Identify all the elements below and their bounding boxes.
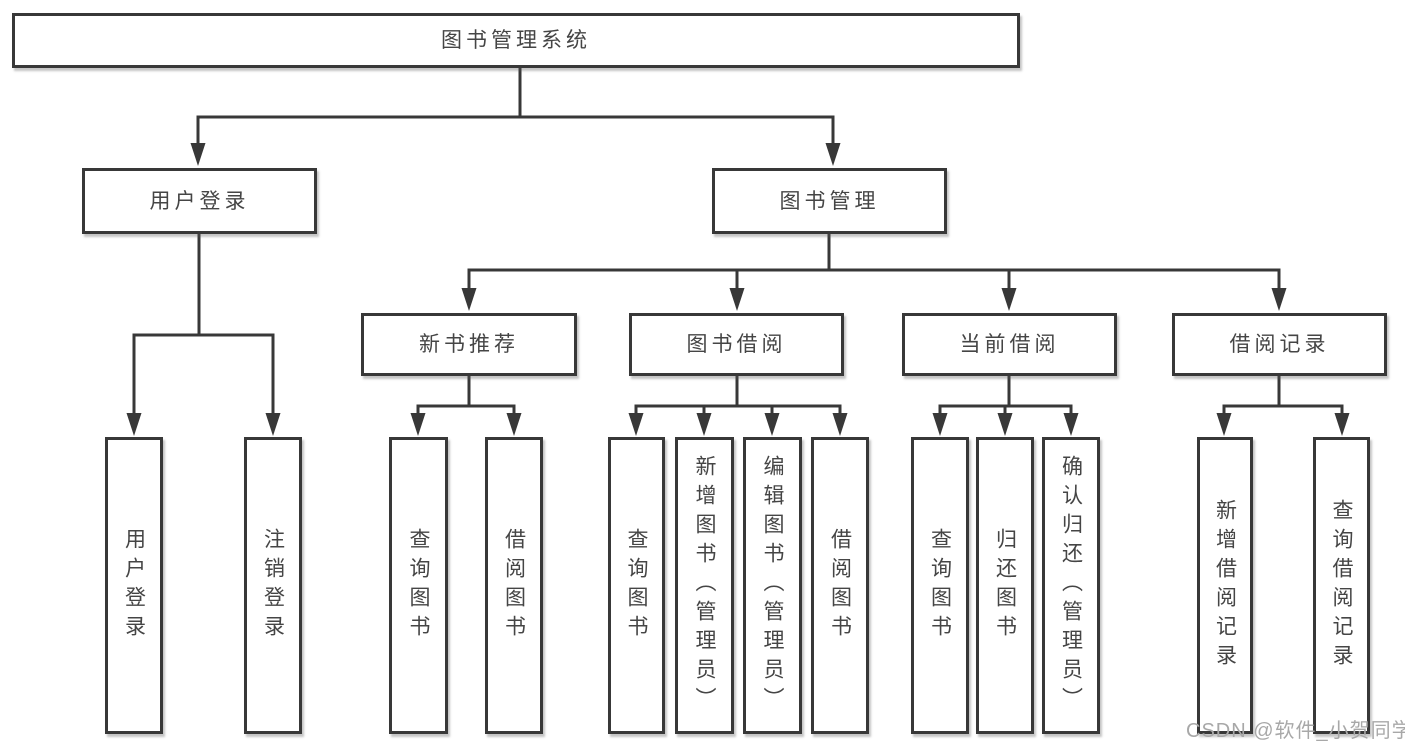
node-label: 借阅图书 (502, 527, 526, 644)
node-leaf-return-books: 归还图书 (976, 437, 1034, 734)
node-label: 新书推荐 (419, 333, 519, 356)
node-leaf-query-books-current: 查询图书 (911, 437, 969, 734)
node-label: 确认归还（管理员） (1059, 455, 1083, 716)
node-leaf-user-login: 用户登录 (105, 437, 163, 734)
node-leaf-borrow-books-rec: 借阅图书 (485, 437, 543, 734)
node-leaf-confirm-return-admin: 确认归还（管理员） (1042, 437, 1100, 734)
node-leaf-logout: 注销登录 (244, 437, 302, 734)
node-label: 图书管理系统 (441, 29, 591, 52)
node-label: 查询图书 (625, 527, 648, 644)
node-label: 编辑图书（管理员） (761, 455, 784, 716)
node-user-login: 用户登录 (82, 168, 317, 234)
node-leaf-query-borrow-record: 查询借阅记录 (1313, 437, 1370, 734)
node-borrow-records: 借阅记录 (1172, 313, 1387, 376)
node-label: 图书管理 (779, 189, 880, 213)
node-library-system: 图书管理系统 (12, 13, 1020, 68)
node-label: 查询图书 (928, 527, 952, 644)
node-book-borrowing: 图书借阅 (629, 313, 844, 376)
node-label: 查询图书 (407, 527, 430, 644)
node-leaf-query-books-borrow: 查询图书 (608, 437, 665, 734)
node-label: 查询借阅记录 (1330, 498, 1353, 673)
node-label: 用户登录 (122, 527, 146, 644)
csdn-watermark: CSDN @软件_小贺同学 (1186, 720, 1405, 742)
node-label: 注销登录 (261, 527, 285, 644)
node-current-borrowing: 当前借阅 (902, 313, 1117, 376)
node-label: 用户登录 (149, 189, 250, 213)
node-label: 图书借阅 (686, 333, 787, 356)
node-leaf-edit-books-admin: 编辑图书（管理员） (743, 437, 802, 734)
node-label: 新增借阅记录 (1213, 498, 1237, 673)
node-book-management: 图书管理 (712, 168, 947, 234)
node-leaf-borrow-books: 借阅图书 (811, 437, 869, 734)
node-label: 归还图书 (993, 527, 1017, 644)
node-leaf-add-borrow-record: 新增借阅记录 (1197, 437, 1253, 734)
node-label: 借阅图书 (828, 527, 852, 644)
node-label: 借阅记录 (1229, 333, 1330, 356)
node-label: 当前借阅 (959, 333, 1060, 356)
node-leaf-add-books-admin: 新增图书（管理员） (675, 437, 734, 734)
node-label: 新增图书（管理员） (693, 455, 716, 716)
node-leaf-query-books-rec: 查询图书 (389, 437, 448, 734)
node-new-book-recommend: 新书推荐 (361, 313, 577, 376)
